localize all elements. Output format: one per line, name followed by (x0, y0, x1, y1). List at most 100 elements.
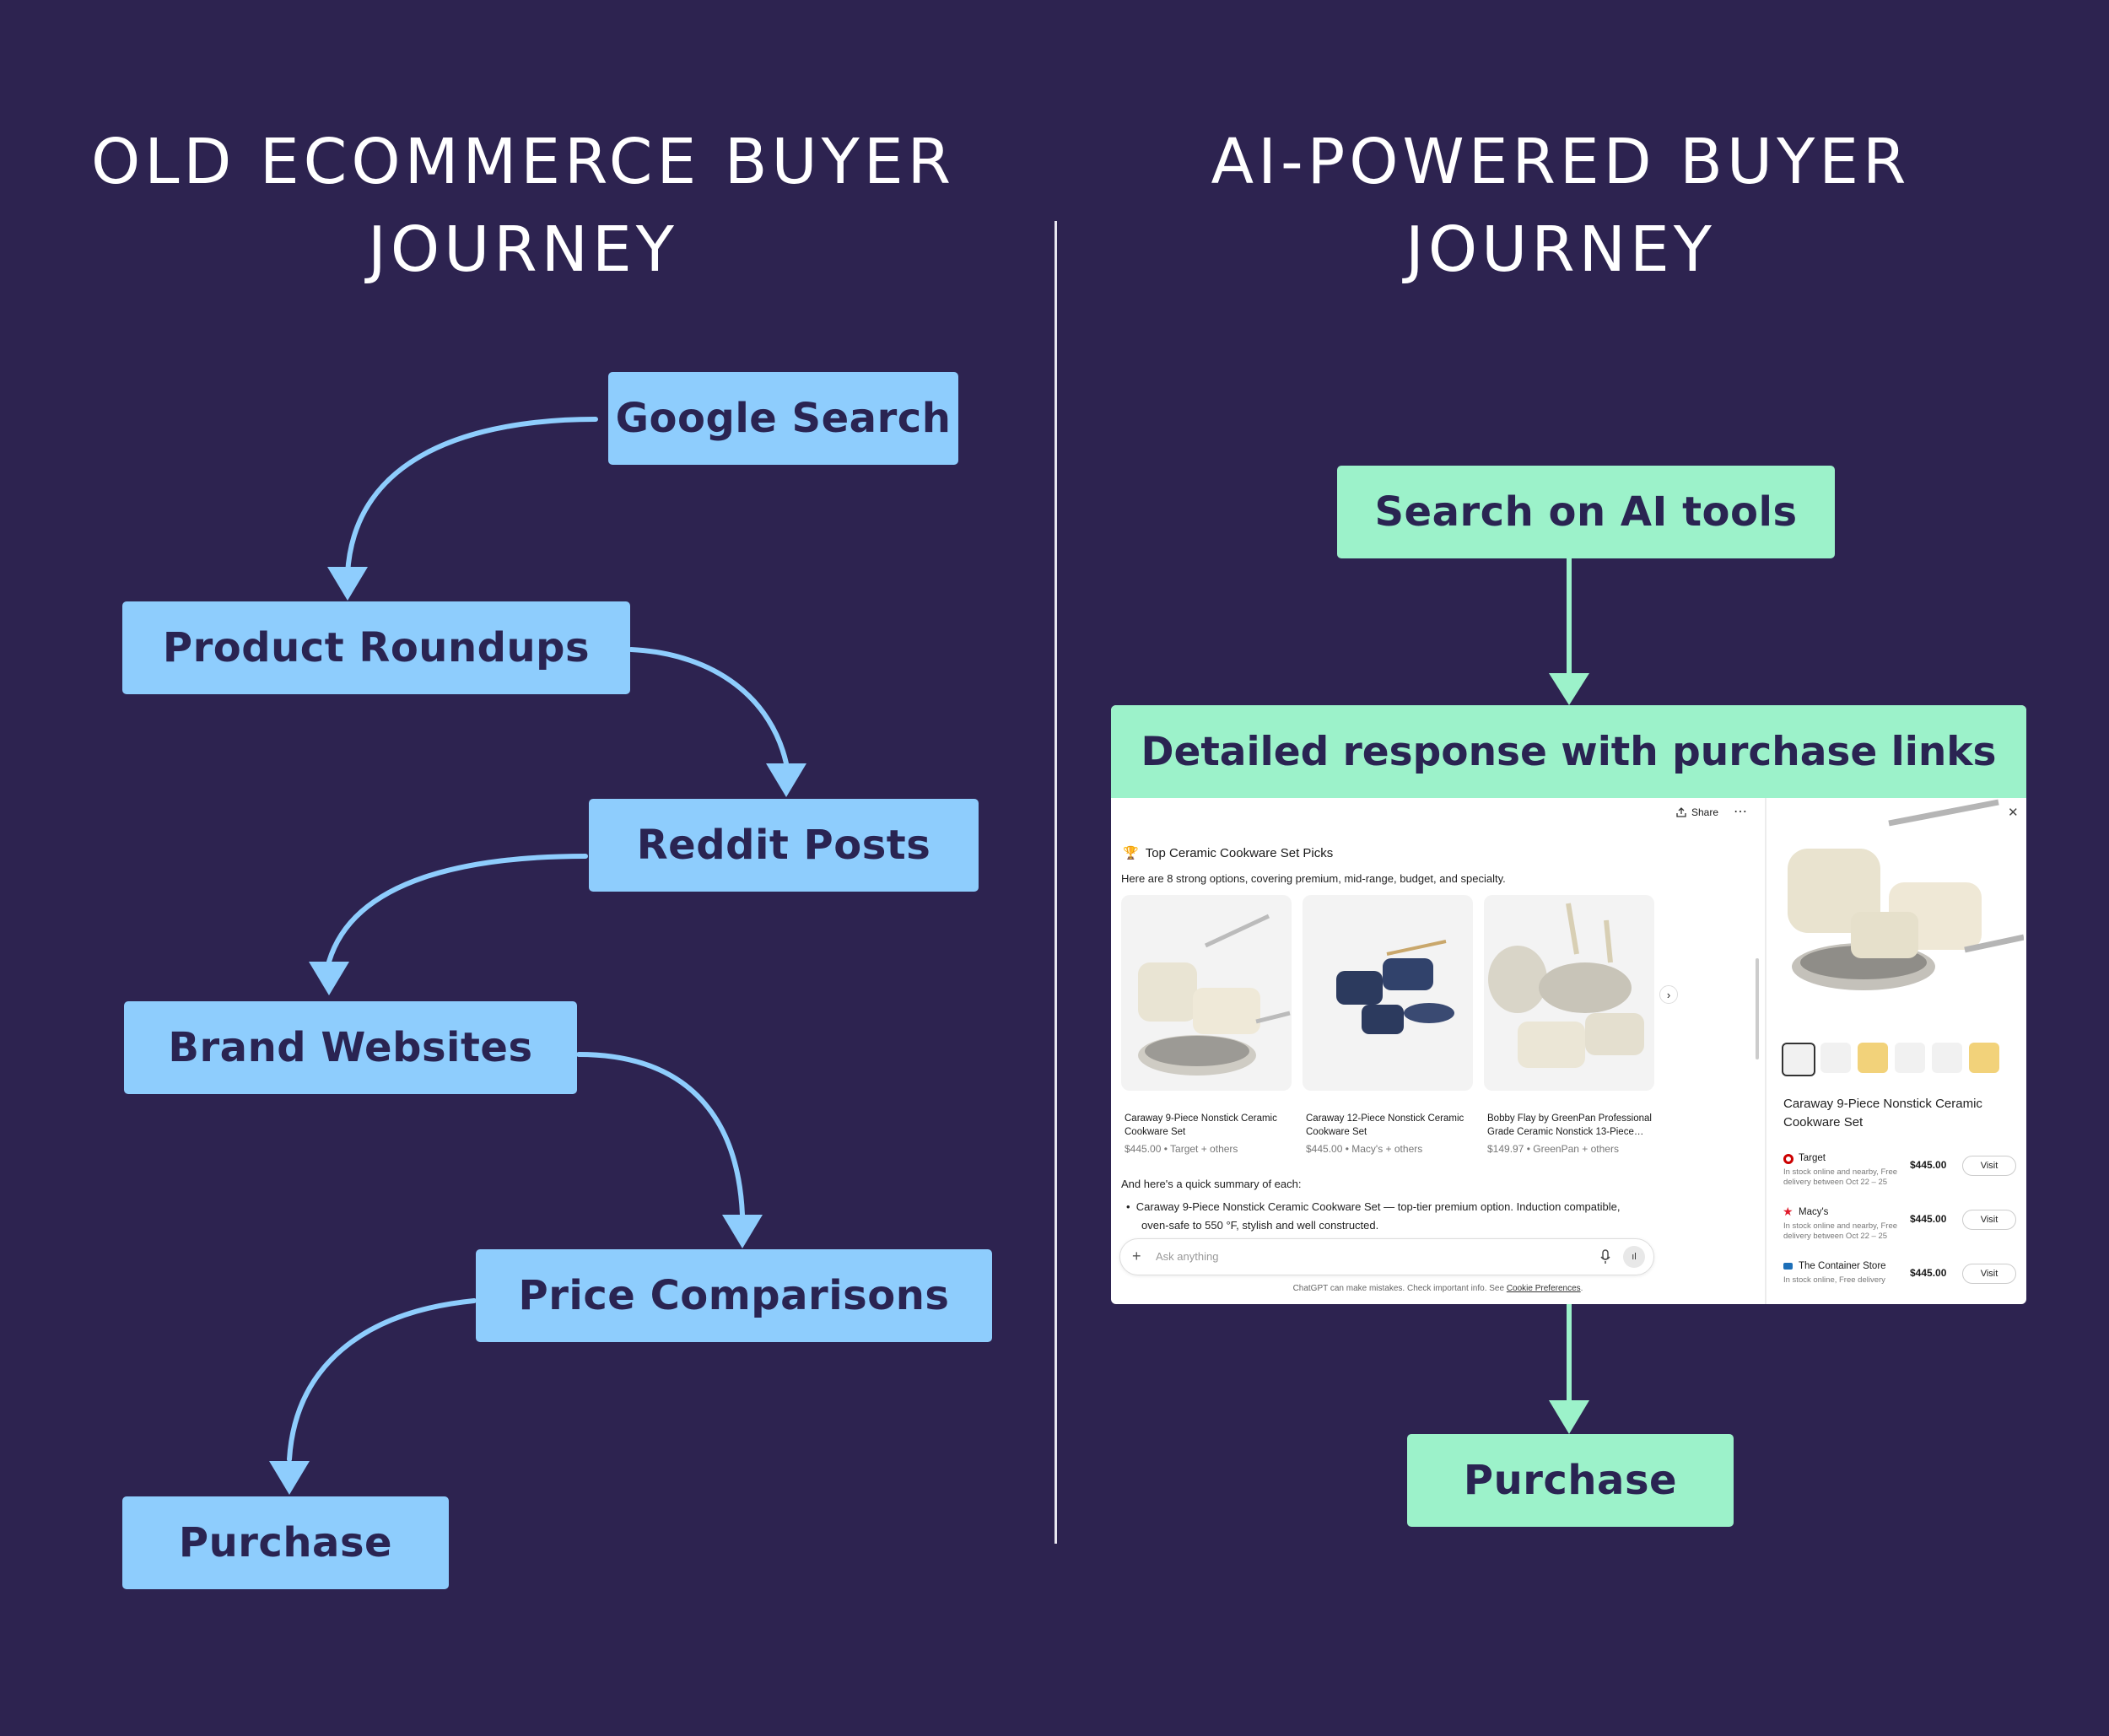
node-product-roundups: Product Roundups (122, 601, 630, 694)
product-1-meta: $445.00 • Target + others (1125, 1143, 1238, 1155)
product-card-3[interactable] (1484, 895, 1654, 1091)
arrow-roundups-to-reddit (628, 647, 789, 766)
macys-star-icon: ★ (1783, 1205, 1793, 1218)
chat-panel: Share ⋯ 🏆 Top Ceramic Cookware Set Picks… (1111, 798, 1765, 1304)
right-title: AI-POWERED BUYER JOURNEY (1105, 118, 2016, 294)
node-purchase-left: Purchase (122, 1496, 449, 1589)
arrowhead-purchase-left (269, 1461, 310, 1495)
close-icon[interactable]: ✕ (2008, 806, 2019, 820)
arrow-reddit-to-brand (326, 854, 588, 964)
arrowhead-reddit (766, 763, 806, 797)
product-1-name1: Caraway 9-Piece Nonstick Ceramic (1125, 1113, 1277, 1124)
product-3-name1: Bobby Flay by GreenPan Professional (1487, 1113, 1652, 1124)
seller-price-target: $445.00 (1910, 1159, 1947, 1171)
product-2-meta: $445.00 • Macy's + others (1306, 1143, 1423, 1155)
product-2-name1: Caraway 12-Piece Nonstick Ceramic (1306, 1113, 1464, 1124)
chat-input[interactable]: + Ask anything ıl (1119, 1238, 1654, 1275)
microphone-icon[interactable] (1599, 1249, 1611, 1264)
seller-price-container-store: $445.00 (1910, 1267, 1947, 1279)
seller-note-target-2: delivery between Oct 22 – 25 (1783, 1178, 1888, 1187)
seller-name-macys: Macy's (1799, 1207, 1829, 1217)
share-button[interactable]: Share (1676, 806, 1718, 818)
chat-intro: Here are 8 strong options, covering prem… (1121, 872, 1506, 885)
product-hero-image (1788, 799, 2024, 990)
node-brand-websites: Brand Websites (124, 1001, 577, 1094)
product-1-info: Caraway 9-Piece Nonstick Ceramic Cookwar… (1125, 1112, 1277, 1156)
arrowhead-purchase-right (1549, 1400, 1589, 1434)
cookie-preferences-link[interactable]: Cookie Preferences (1506, 1284, 1581, 1293)
arrow-price-to-purchase (287, 1298, 477, 1462)
product-3-name2: Grade Ceramic Nonstick 13-Piece… (1487, 1127, 1644, 1137)
visit-button-container-store[interactable]: Visit (1962, 1264, 2016, 1284)
seller-note-container-store-1: In stock online, Free delivery (1783, 1275, 1885, 1285)
thumbnail-5[interactable] (1932, 1043, 1962, 1073)
chat-heading-text: Top Ceramic Cookware Set Picks (1145, 845, 1334, 860)
arrowhead-roundups (327, 567, 368, 601)
left-title-line1: OLD ECOMMERCE BUYER (90, 126, 956, 198)
arrow-brand-to-price (576, 1052, 745, 1217)
cookware-cream-image (1138, 914, 1291, 1076)
node-purchase-right: Purchase (1407, 1434, 1734, 1527)
seller-note-macys-1: In stock online and nearby, Free (1783, 1221, 1898, 1231)
seller-price-macys: $445.00 (1910, 1213, 1947, 1225)
arrowhead-brand (309, 962, 349, 995)
share-label: Share (1691, 806, 1719, 818)
thumbnail-4[interactable] (1895, 1043, 1925, 1073)
chat-heading: 🏆 Top Ceramic Cookware Set Picks (1123, 845, 1334, 861)
seller-row-macys: ★ Macy's In stock online and nearby, Fre… (1766, 1205, 2026, 1257)
product-2-info: Caraway 12-Piece Nonstick Ceramic Cookwa… (1306, 1112, 1464, 1156)
left-title: OLD ECOMMERCE BUYER JOURNEY (67, 118, 979, 294)
disclaimer-end: . (1580, 1284, 1583, 1293)
product-1-name2: Cookware Set (1125, 1127, 1186, 1137)
scrollbar[interactable] (1756, 958, 1759, 1059)
disclaimer-text: ChatGPT can make mistakes. Check importa… (1292, 1284, 1507, 1293)
product-card-2[interactable] (1303, 895, 1473, 1091)
node-price-comparisons: Price Comparisons (476, 1249, 992, 1342)
container-store-logo-icon (1783, 1263, 1793, 1270)
response-title: Detailed response with purchase links (1111, 705, 2026, 798)
carousel-next-icon[interactable]: › (1659, 985, 1678, 1004)
trophy-icon: 🏆 (1123, 846, 1139, 860)
seller-name-target: Target (1799, 1153, 1826, 1163)
thumbnail-1[interactable] (1782, 1043, 1815, 1076)
product-card-1[interactable] (1121, 895, 1292, 1091)
share-icon (1676, 807, 1686, 817)
chat-placeholder: Ask anything (1156, 1250, 1219, 1263)
more-options-icon[interactable]: ⋯ (1734, 805, 1747, 819)
target-logo-icon (1783, 1154, 1793, 1164)
node-search-ai-tools: Search on AI tools (1337, 466, 1835, 558)
arrowhead-price (722, 1215, 763, 1248)
summary-bullet-1a-text: Caraway 9-Piece Nonstick Ceramic Cookwar… (1135, 1200, 1621, 1213)
arrowhead-response (1549, 673, 1589, 705)
cookware-greenpan-image (1488, 903, 1644, 1068)
thumbnail-6[interactable] (1969, 1043, 1999, 1073)
seller-note-macys-2: delivery between Oct 22 – 25 (1783, 1232, 1888, 1241)
summary-intro: And here's a quick summary of each: (1121, 1178, 1302, 1190)
right-title-line2: JOURNEY (1405, 213, 1716, 286)
chat-disclaimer: ChatGPT can make mistakes. Check importa… (1111, 1284, 1765, 1293)
seller-row-target: Target In stock online and nearby, Free … (1766, 1152, 2026, 1203)
visit-button-macys[interactable]: Visit (1962, 1210, 2016, 1230)
node-google-search: Google Search (608, 372, 958, 465)
center-divider (1054, 221, 1057, 1544)
plus-icon[interactable]: + (1132, 1248, 1141, 1264)
side-product-title1: Caraway 9-Piece Nonstick Ceramic (1783, 1097, 1982, 1111)
voice-mode-icon[interactable]: ıl (1623, 1246, 1645, 1268)
summary-bullet-1b: oven-safe to 550 °F, stylish and well co… (1141, 1219, 1379, 1232)
visit-button-target[interactable]: Visit (1962, 1156, 2016, 1176)
thumbnail-2[interactable] (1820, 1043, 1851, 1073)
left-title-line2: JOURNEY (368, 213, 678, 286)
side-product-title2: Cookware Set (1783, 1115, 1864, 1129)
right-title-line1: AI-POWERED BUYER (1211, 126, 1911, 198)
product-2-name2: Cookware Set (1306, 1127, 1367, 1137)
thumbnail-3[interactable] (1858, 1043, 1888, 1073)
seller-row-container-store: The Container Store In stock online, Fre… (1766, 1260, 2026, 1302)
cookware-navy-image (1336, 940, 1454, 1034)
side-product-title: Caraway 9-Piece Nonstick Ceramic Cookwar… (1783, 1095, 1982, 1132)
product-detail-panel: ✕ Caraway 9-Piece Nonstick Ceramic Cookw… (1765, 798, 2026, 1304)
response-card: Detailed response with purchase links Sh… (1111, 705, 2026, 1304)
summary-bullet-1a: • Caraway 9-Piece Nonstick Ceramic Cookw… (1126, 1200, 1621, 1213)
summary-bullet-1: • Caraway 9-Piece Nonstick Ceramic Cookw… (1126, 1198, 1620, 1235)
node-reddit-posts: Reddit Posts (589, 799, 979, 892)
